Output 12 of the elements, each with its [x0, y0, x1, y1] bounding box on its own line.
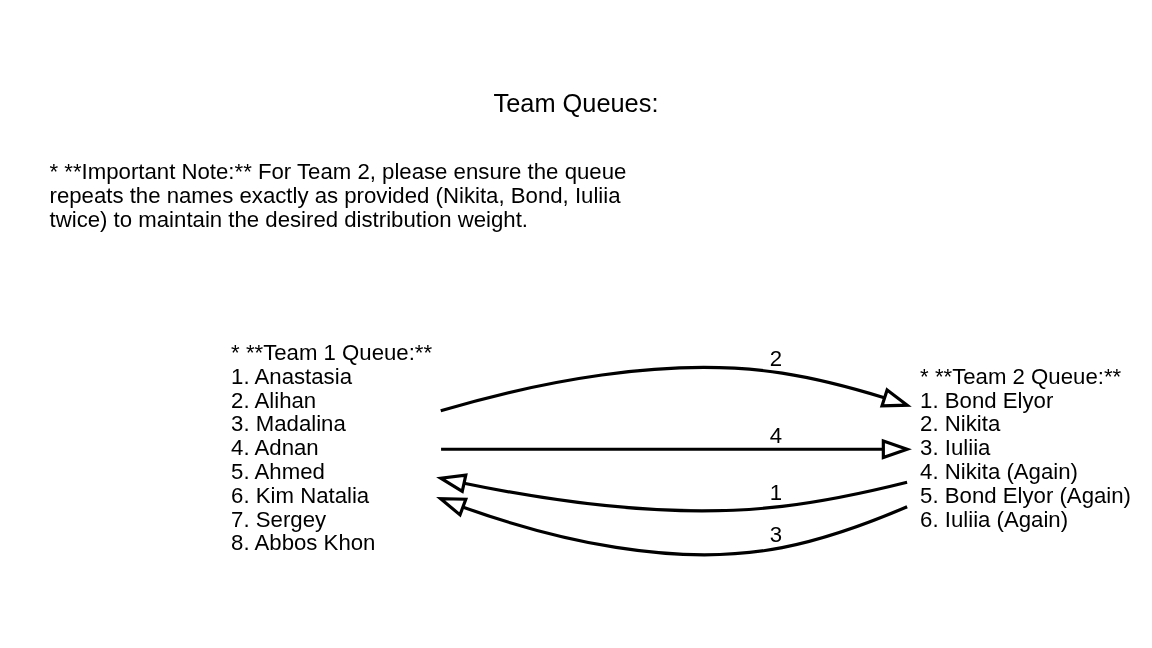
diagram-title: Team Queues: [493, 88, 659, 117]
arrow [441, 438, 912, 460]
edge-label: 3 [769, 521, 782, 547]
edge-label: 2 [769, 345, 782, 371]
label: * **Important Note:** For Team 2, please ensure the queue repeats the names exactly as provided (Nikita, Bond, Iuliia twice) to maintain the desired distribution weight. [49, 159, 627, 232]
edge-label: 4 [769, 423, 782, 449]
arrow [440, 365, 912, 413]
arrow [436, 497, 908, 557]
node-text: * **Team 1 Queue:** 1. Anastasia 2. Alihan 3. Madalina 4. Adnan 5. Ahmed 6. Kim Natalia 7. Sergey 8. Abbos Khon [231, 340, 433, 556]
edge-label: 1 [769, 480, 782, 506]
node-text: * **Team 2 Queue:** 1. Bond Elyor 2. Nikita 3. Iuliia 4. Nikita (Again) 5. Bond Elyor (Again) 6. Iuliia (Again) [920, 363, 1131, 532]
arrow [436, 473, 908, 513]
